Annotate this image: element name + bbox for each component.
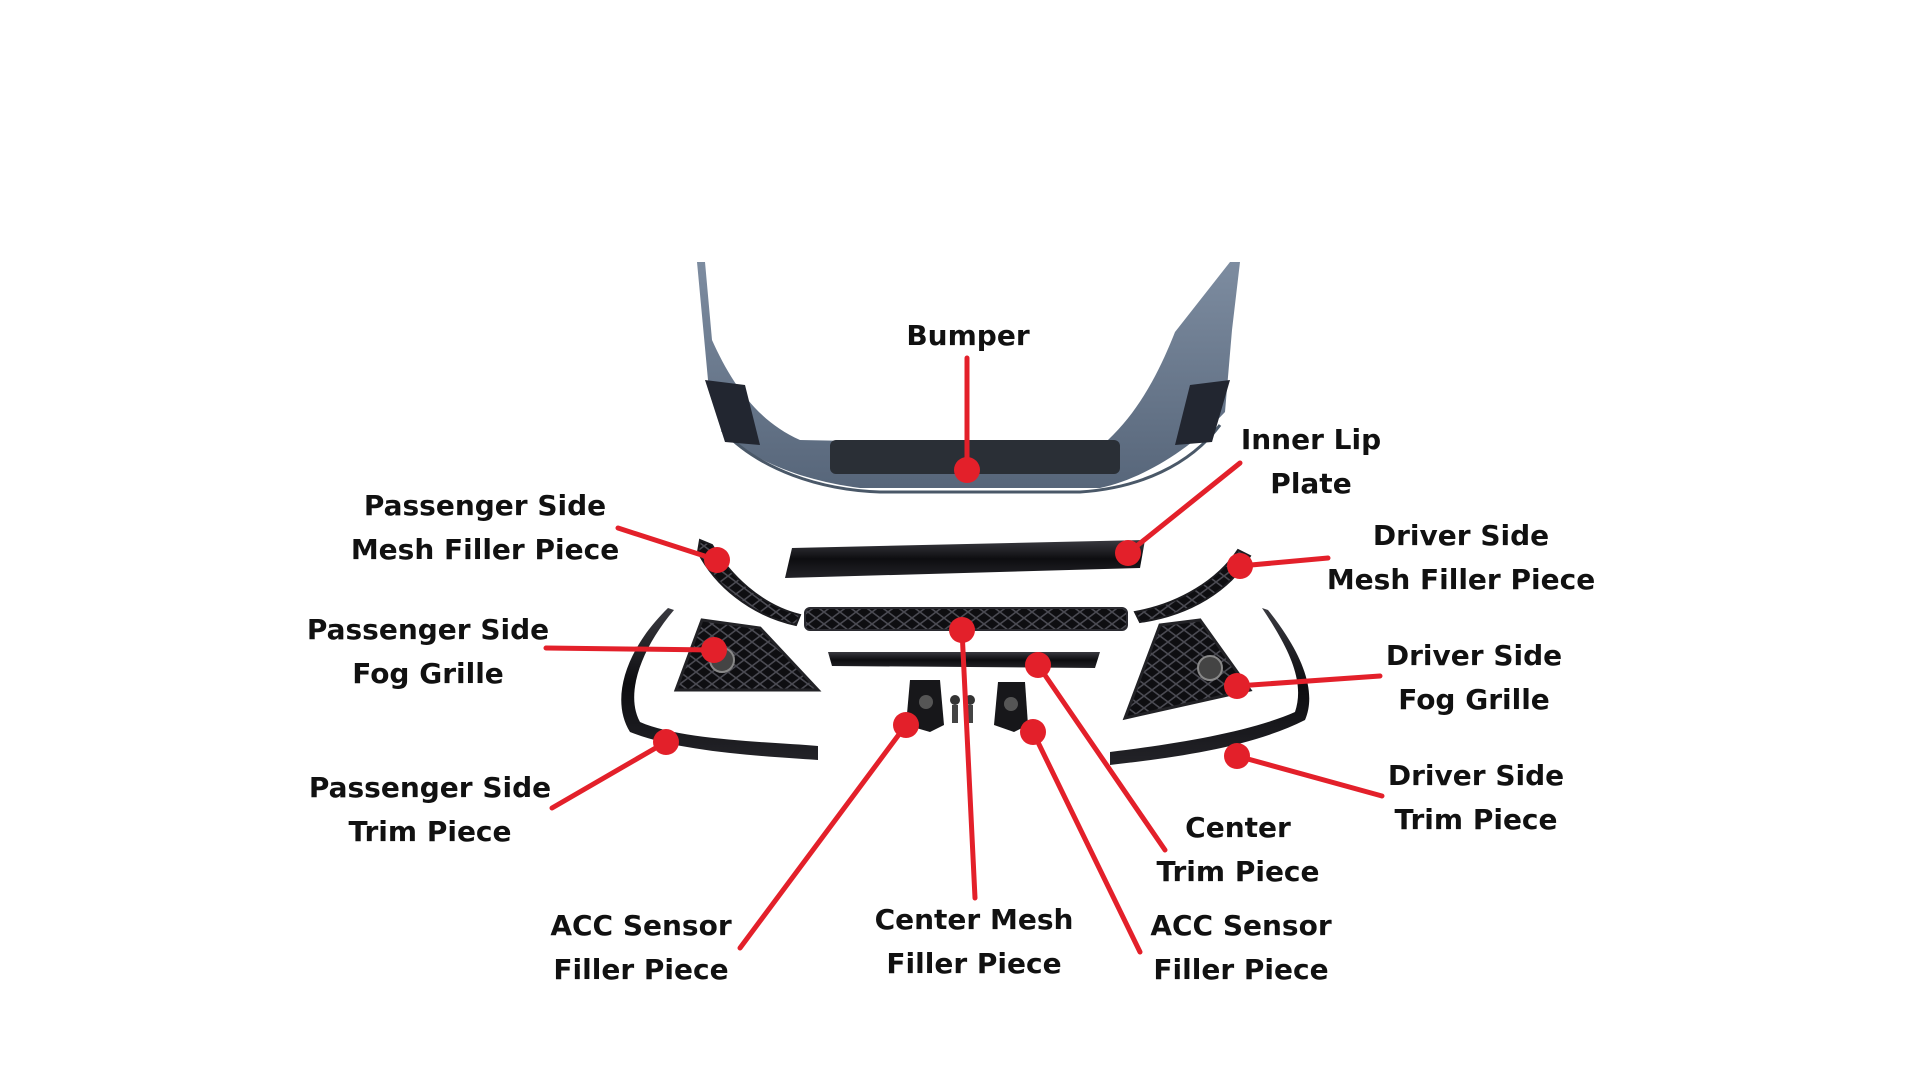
driver-fog-grille-part: [1122, 618, 1253, 721]
leader-driver-trim: [1234, 753, 1385, 799]
label-passenger-mesh-filler: Passenger Side Mesh Filler Piece: [350, 489, 620, 566]
dot-inner-lip: [1115, 540, 1141, 566]
dot-center-mesh: [949, 617, 975, 643]
leader-driver-fog: [1234, 673, 1383, 689]
label-acc-sensor-left: ACC Sensor Filler Piece: [550, 909, 732, 986]
dot-acc-right: [1020, 719, 1046, 745]
bumper-right-vent: [1175, 380, 1230, 445]
bumper-lower-intake: [830, 440, 1120, 474]
dot-passenger-trim: [653, 729, 679, 755]
inner-lip-plate-part: [785, 540, 1145, 578]
label-center-mesh-filler: Center Mesh Filler Piece: [874, 903, 1074, 980]
bumper-left-vent: [705, 380, 760, 445]
acc-sensor-right-part: [994, 682, 1028, 732]
fastener-hardware: [950, 695, 975, 723]
leader-acc-left: [737, 722, 909, 951]
dot-driver-trim: [1224, 743, 1250, 769]
passenger-fog-grille-part: [673, 618, 822, 692]
dot-driver-fog: [1224, 673, 1250, 699]
dot-driver-mesh: [1227, 553, 1253, 579]
label-driver-trim: Driver Side Trim Piece: [1387, 759, 1565, 836]
leader-driver-mesh: [1237, 555, 1331, 569]
label-center-trim: Center Trim Piece: [1156, 811, 1320, 888]
dot-acc-left: [893, 712, 919, 738]
label-acc-sensor-right: ACC Sensor Filler Piece: [1150, 909, 1332, 986]
label-passenger-trim: Passenger Side Trim Piece: [308, 771, 552, 848]
bumper-part: [697, 262, 1240, 494]
dot-passenger-mesh: [704, 547, 730, 573]
leader-passenger-mesh: [615, 525, 720, 563]
leader-center-mesh: [959, 627, 978, 901]
dot-center-trim: [1025, 652, 1051, 678]
label-inner-lip-plate: Inner Lip Plate: [1240, 423, 1382, 500]
label-driver-mesh-filler: Driver Side Mesh Filler Piece: [1326, 519, 1596, 596]
driver-trim-part: [1110, 608, 1310, 765]
dot-bumper: [954, 457, 980, 483]
passenger-mesh-filler-part: [696, 538, 802, 627]
leader-passenger-trim: [549, 739, 669, 811]
leader-inner-lip: [1125, 460, 1243, 556]
leader-center-trim: [1035, 662, 1168, 853]
passenger-trim-part: [621, 608, 818, 760]
callout-dots: [653, 457, 1253, 769]
leader-acc-right: [1030, 729, 1143, 955]
dot-passenger-fog: [701, 637, 727, 663]
label-bumper: Bumper: [906, 319, 1030, 352]
driver-fog-opening: [1197, 655, 1223, 681]
label-passenger-fog-grille: Passenger Side Fog Grille: [306, 613, 550, 690]
leader-passenger-fog: [543, 645, 717, 653]
label-driver-fog-grille: Driver Side Fog Grille: [1385, 639, 1563, 716]
callout-lines: [543, 355, 1385, 955]
